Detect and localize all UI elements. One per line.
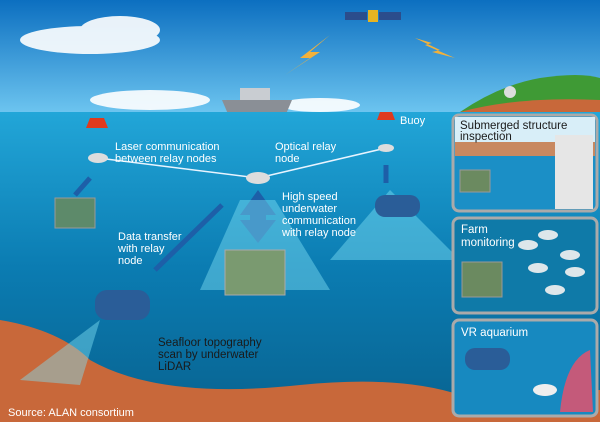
- relay-lines: [97, 147, 387, 179]
- label-buoy: Buoy: [400, 115, 426, 127]
- svg-text:VR aquarium: VR aquarium: [461, 327, 528, 339]
- beams: [20, 190, 460, 385]
- source-credit: Source: ALAN consortium: [8, 407, 134, 419]
- satellite-icon: [345, 10, 401, 22]
- communication-arrows: [73, 165, 389, 272]
- ship-icon: [222, 88, 292, 114]
- island: [460, 75, 600, 112]
- clouds: [20, 16, 360, 112]
- seabed: [0, 320, 600, 422]
- underwater-drones: [54, 195, 420, 320]
- panel-vr-aquarium: VR aquarium: [451, 318, 599, 418]
- buoy-icons: [86, 112, 395, 184]
- lightning-icons: [285, 35, 455, 75]
